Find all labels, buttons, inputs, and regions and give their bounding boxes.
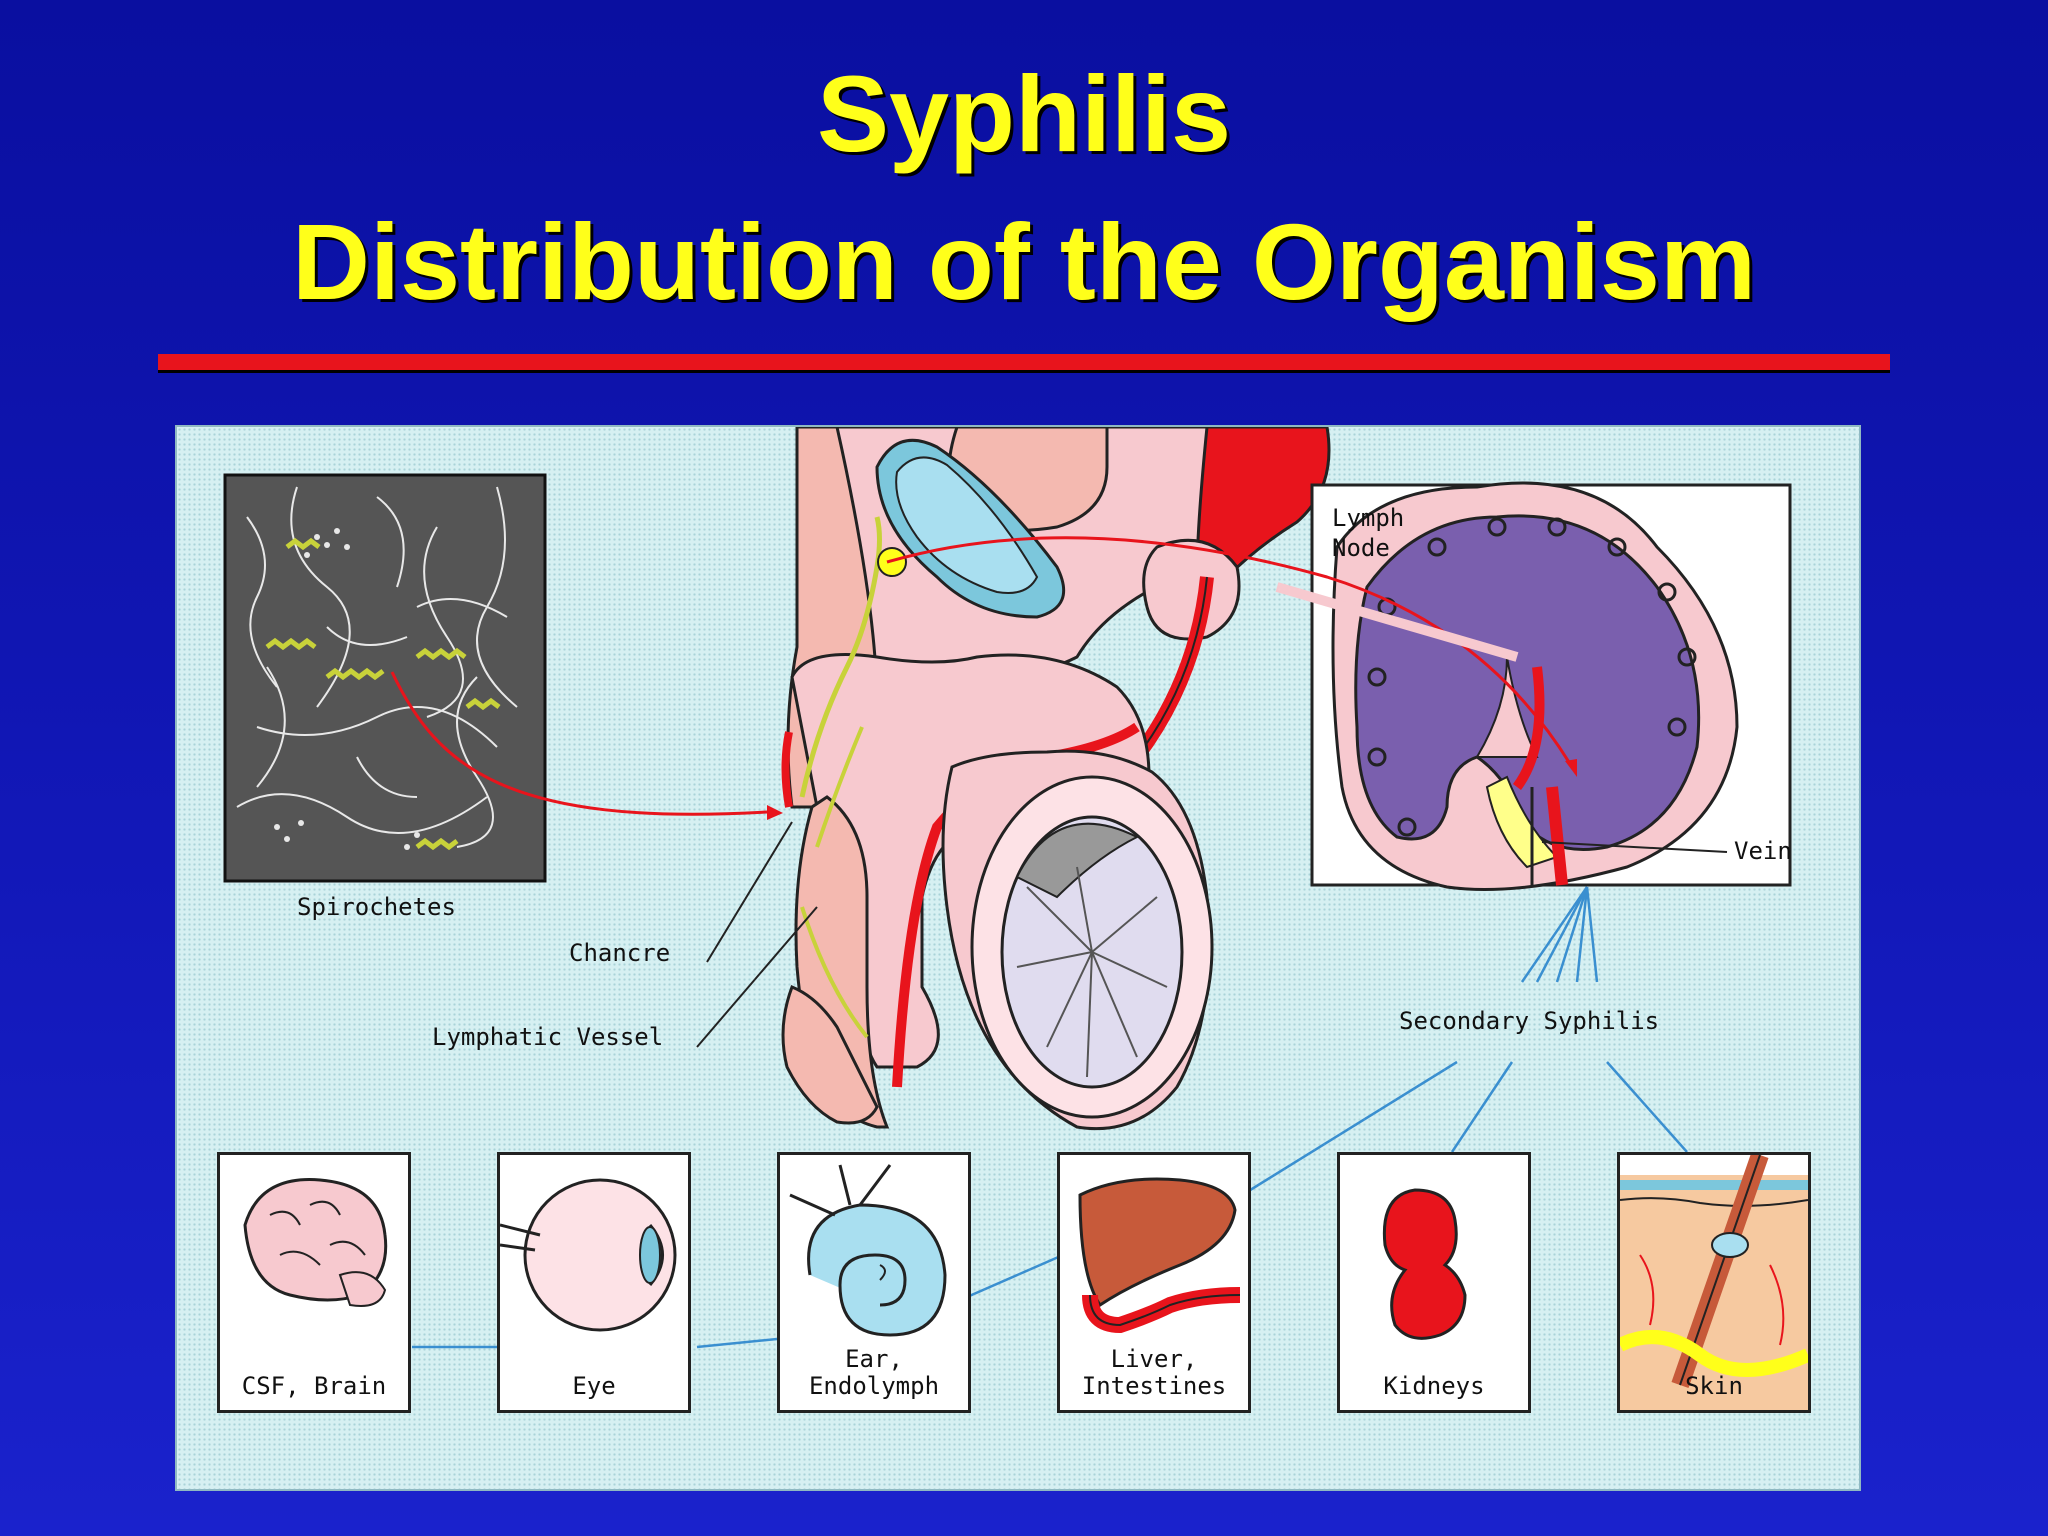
organ-label: Liver, Intestines [1081, 1345, 1227, 1400]
anatomy-diagram [223, 427, 1792, 1349]
diagram-panel: Spirochetes Chancre Lymphatic Vessel Lym… [175, 425, 1861, 1491]
pelvic-anatomy [786, 427, 1331, 809]
spirochete-micrograph [223, 473, 547, 883]
organ-box-brain: CSF, Brain [217, 1152, 411, 1413]
brain-icon [243, 1178, 388, 1307]
lymph-node-inset [1310, 481, 1792, 891]
organ-box-ear: Ear, Endolymph [777, 1152, 971, 1413]
liver-icon [1078, 1177, 1241, 1334]
glans [781, 985, 879, 1125]
label-chancre: Chancre [569, 939, 671, 967]
organ-label: CSF, Brain [241, 1372, 387, 1400]
title-line-1: Syphilis [816, 53, 1232, 174]
organ-box-kidney: Kidneys [1337, 1152, 1531, 1413]
skin-icon [1620, 1155, 1808, 1410]
organ-label: Ear, Endolymph [808, 1345, 940, 1400]
rectum [1195, 427, 1331, 579]
pointer-lines [696, 821, 818, 1048]
organ-label: Skin [1685, 1372, 1743, 1400]
spirochete-arrow [390, 671, 768, 816]
label-vein: Vein [1734, 837, 1792, 865]
organ-label: Eye [572, 1372, 616, 1400]
scrotum-anatomy [941, 749, 1214, 1131]
organ-box-liver: Liver, Intestines [1057, 1152, 1251, 1413]
slide-title: Syphilis Distribution of the Organism [0, 40, 2048, 336]
title-divider [158, 354, 1890, 373]
eye-icon [500, 1178, 677, 1332]
label-secondary-syphilis: Secondary Syphilis [1399, 1007, 1660, 1035]
label-spirochetes: Spirochetes [297, 893, 456, 921]
label-lymph-node: Lymph Node [1332, 504, 1405, 562]
organ-label: Kidneys [1383, 1372, 1485, 1400]
organ-box-skin: Skin [1617, 1152, 1811, 1413]
title-line-2: Distribution of the Organism [291, 201, 1756, 322]
lymphatic-vessel-line [799, 516, 882, 798]
kidney-icon [1382, 1188, 1467, 1340]
lymph-arrow [886, 536, 1574, 768]
chancre-site [781, 731, 793, 808]
label-lymphatic-vessel: Lymphatic Vessel [432, 1023, 664, 1051]
ear-icon [789, 1164, 947, 1337]
organ-box-eye: Eye [497, 1152, 691, 1413]
